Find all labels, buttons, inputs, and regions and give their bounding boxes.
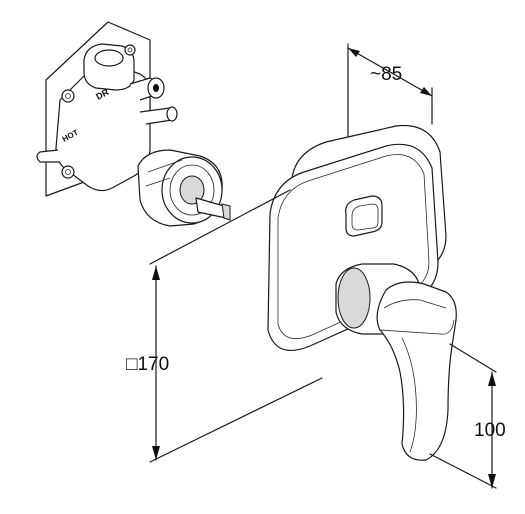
- valve-cartridge-hub: [179, 175, 205, 205]
- diverter-button-face: [351, 203, 379, 231]
- lever-extension-line: [429, 453, 497, 489]
- arrowhead-icon: [420, 87, 432, 96]
- arrowhead-icon: [152, 446, 160, 460]
- arrowhead-icon: [488, 474, 496, 488]
- lever-extension-line: [449, 343, 497, 373]
- arrowhead-icon: [488, 372, 496, 386]
- valve-inlet-right-face: [166, 106, 178, 122]
- plate-dimension-label: □170: [126, 354, 169, 375]
- lever-handle: [376, 281, 457, 461]
- mount-screw-icon: [65, 169, 71, 175]
- mount-screw-icon: [124, 44, 136, 56]
- cover-plate-bevel: [277, 154, 430, 340]
- valve-top-boss-face: [94, 49, 124, 67]
- arrowhead-icon: [348, 48, 360, 57]
- concealed-valve-body: DR HOT: [36, 21, 231, 227]
- mount-screw-icon: [65, 93, 71, 99]
- lever-handle-facet: [379, 319, 455, 335]
- lever-handle-top: [383, 299, 447, 309]
- plate-extension-line: [149, 189, 291, 265]
- plate-extension-line: [149, 377, 323, 463]
- lever-base-face: [337, 267, 371, 329]
- valve-cartridge-groove: [145, 177, 171, 187]
- dimension-depth: ~85: [347, 43, 433, 137]
- mount-screw-icon: [127, 47, 133, 53]
- depth-dimension-line: [347, 47, 433, 97]
- valve-spindle-tip: [221, 203, 231, 221]
- mount-screw-icon: [61, 89, 75, 103]
- valve-outlet-bore: [153, 84, 159, 92]
- depth-dimension-label: ~85: [370, 64, 402, 85]
- mount-screw-icon: [61, 165, 75, 179]
- valve-cartridge-groove: [147, 159, 183, 173]
- dimension-plate-size: □170: [126, 189, 323, 463]
- trim-assembly: [267, 124, 457, 461]
- diverter-button: [345, 195, 383, 237]
- valve-inlet-left: [36, 149, 60, 163]
- dimension-lever-height: 100: [429, 343, 506, 489]
- lever-dimension-label: 100: [474, 420, 506, 441]
- lever-handle-edge: [401, 337, 417, 453]
- arrowhead-icon: [152, 266, 160, 280]
- valve-cartridge-ring: [169, 164, 215, 216]
